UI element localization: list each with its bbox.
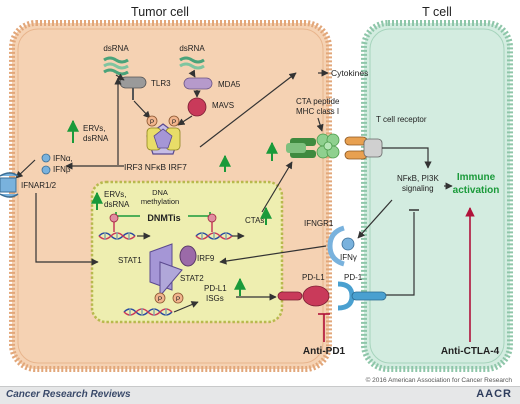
cytokines-label: Cytokines — [331, 68, 368, 78]
anti-ctla4-label: Anti-CTLA-4 — [441, 346, 500, 357]
ervs-top-label-2: dsRNA — [83, 134, 109, 143]
ervs-inner-label-1: ERVs, — [104, 190, 127, 199]
stat1-label: STAT1 — [118, 256, 142, 265]
phospho-stat1-icon — [154, 292, 166, 304]
copyright-label: © 2016 American Association for Cancer R… — [366, 376, 513, 384]
dsrna-right-label: dsRNA — [179, 44, 205, 53]
dna-methylation-label-1: DNA — [152, 188, 168, 197]
tlr3-icon — [119, 76, 147, 100]
irf-row-label: IRF3 NFκB IRF7 — [124, 162, 187, 172]
ctas-label: CTAs — [245, 216, 264, 225]
dna-methylation-label-2: methylation — [141, 197, 179, 206]
pentagon-complex-icon — [146, 123, 181, 155]
phospho-right-label: P — [172, 119, 176, 126]
phospho-left-label: P — [150, 119, 154, 126]
methyl-mark-left-icon — [109, 213, 119, 232]
phospho-stat1-label: P — [158, 296, 162, 303]
t-cell-receptor-label: T cell receptor — [376, 115, 427, 124]
dna-helix-right-icon — [195, 232, 233, 240]
phospho-left-icon — [146, 115, 158, 127]
mda5-icon — [183, 77, 213, 90]
tumor-cell-title: Tumor cell — [131, 5, 189, 19]
t-cell-title: T cell — [422, 5, 452, 19]
tlr3-label: TLR3 — [151, 79, 171, 88]
mavs-label: MAVS — [212, 101, 234, 110]
pathway-diagram: Tumor cell T cell dsRNA dsRNA TLR3 MDA5 … — [0, 5, 513, 384]
mavs-icon — [187, 97, 207, 117]
t-cell-receptor-icon — [344, 136, 383, 160]
nfkb-label-1: NFκB, PI3K — [397, 174, 439, 183]
ervs-top-label-1: ERVs, — [83, 124, 106, 133]
ervs-inner-label-2: dsRNA — [104, 200, 130, 209]
journal-name: Cancer Research Reviews — [6, 389, 131, 400]
t-cell-membrane — [361, 20, 513, 372]
phospho-right-icon — [168, 115, 180, 127]
ifngr1-label: IFNGR1 — [304, 219, 334, 228]
ifngr1-icon — [327, 225, 345, 267]
dnmtis-label: DNMTis — [147, 213, 180, 223]
pdl1-isgs-label-2: ISGs — [206, 294, 224, 303]
ifna-label: IFNα, — [53, 154, 73, 163]
pdl1-isgs-label-1: PD-L1 — [204, 284, 227, 293]
ifng-icon — [341, 237, 355, 251]
aacr-logo: AACR — [476, 388, 512, 400]
mda5-label: MDA5 — [218, 80, 241, 89]
phospho-stat2-icon — [172, 292, 184, 304]
mhc-class1-label: MHC class I — [296, 107, 339, 116]
dsrna-left-label: dsRNA — [103, 44, 129, 53]
ifnb-label: IFNβ — [53, 165, 71, 174]
pdl1-label: PD-L1 — [302, 273, 325, 282]
anti-pd1-label: Anti-PD1 — [303, 346, 346, 357]
mhc-complex-icon — [286, 138, 316, 158]
dsrna-right-icon — [179, 56, 205, 70]
cta-peptide-icon — [316, 133, 340, 159]
phospho-stat2-label: P — [176, 296, 180, 303]
immune-activation-label-2: activation — [453, 185, 500, 196]
immune-activation-label-1: Immune — [457, 172, 496, 183]
methyl-mark-right-icon — [207, 213, 217, 232]
nfkb-label-2: signaling — [402, 184, 434, 193]
cta-peptide-label: CTA peptide — [296, 97, 340, 106]
footer-bar: Cancer Research Reviews AACR — [0, 386, 520, 404]
dna-helix-left-icon — [98, 232, 136, 240]
pdl1-icon — [277, 285, 330, 307]
stat-complex-icon — [149, 243, 197, 298]
ifnar-receptor-icon — [0, 172, 19, 198]
pd1-label: PD-1 — [344, 273, 363, 282]
dna-helix-bottom-icon — [123, 308, 173, 316]
irf9-label: IRF9 — [197, 254, 215, 263]
pd1-icon — [337, 281, 387, 311]
ifn-alpha-beta-icon — [41, 153, 51, 175]
ifng-label: IFNγ — [340, 253, 357, 262]
ifnar-label: IFNAR1/2 — [21, 181, 57, 190]
stat2-label: STAT2 — [180, 274, 204, 283]
